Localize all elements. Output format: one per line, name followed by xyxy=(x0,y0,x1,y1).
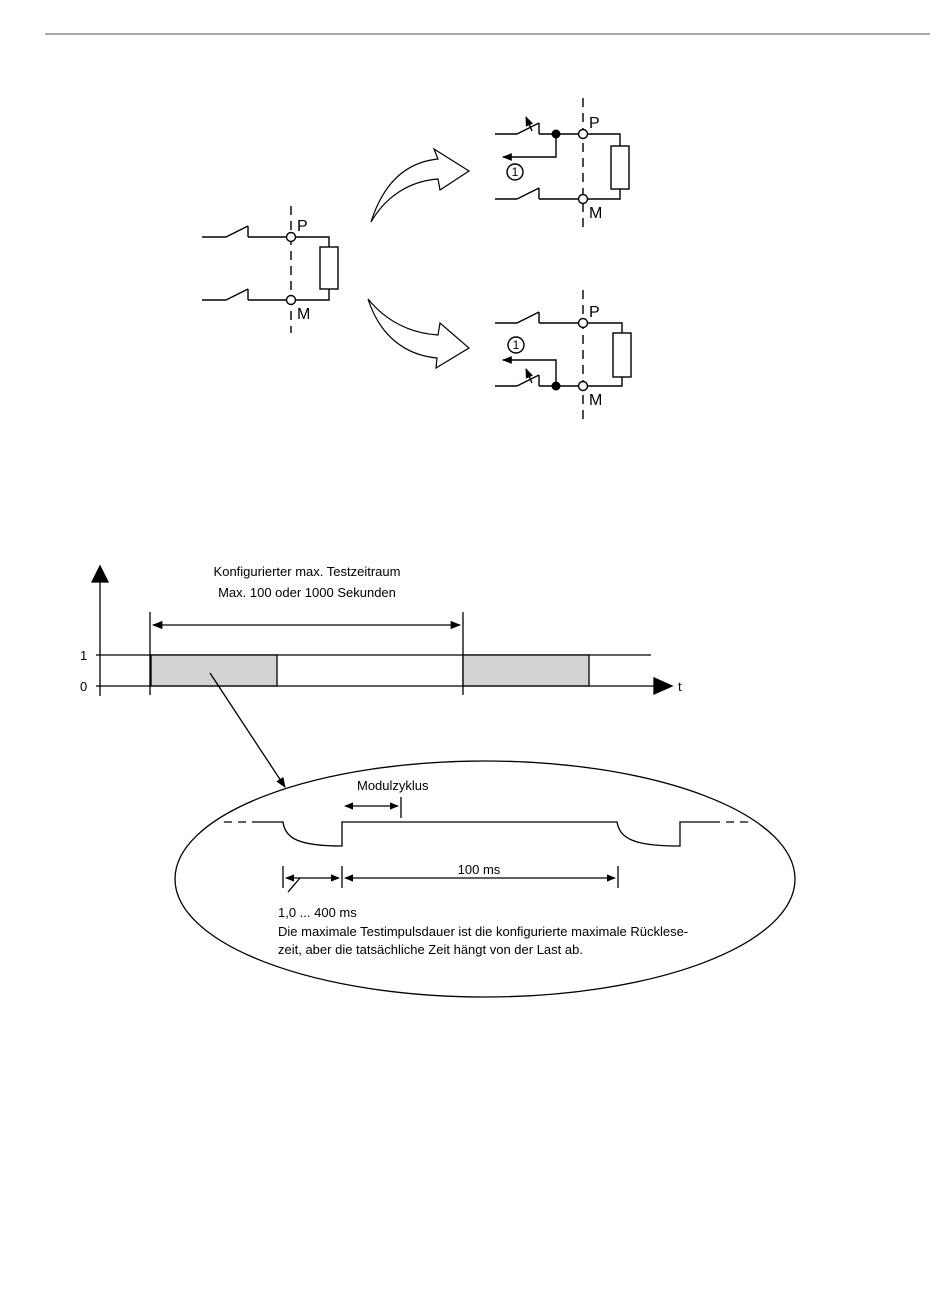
switch-bottom xyxy=(517,188,539,199)
note-line1: Die maximale Testimpulsdauer ist die kon… xyxy=(278,924,688,939)
level-high-label: 1 xyxy=(80,648,87,663)
load-resistor xyxy=(611,146,629,189)
circuit-diagram xyxy=(202,98,631,422)
pulse-range-leader xyxy=(288,878,300,892)
terminal-p-circle xyxy=(579,319,588,328)
terminal-p-label: P xyxy=(589,304,600,321)
switch-top xyxy=(517,123,539,134)
switch-bottom xyxy=(517,375,539,386)
terminal-p-circle xyxy=(287,233,296,242)
period-label-line2: Max. 100 oder 1000 Sekunden xyxy=(218,585,396,600)
detail-ellipse xyxy=(175,761,795,997)
terminal-m-circle xyxy=(287,296,296,305)
time-axis-label: t xyxy=(678,679,682,694)
circuit-initial xyxy=(202,206,338,333)
callout-number: 1 xyxy=(512,165,519,179)
test-pulse-1 xyxy=(151,655,277,686)
circuit-test-m xyxy=(495,290,631,422)
level-low-label: 0 xyxy=(80,679,87,694)
terminal-p-circle xyxy=(579,130,588,139)
test-pulse-2 xyxy=(463,655,589,686)
load-resistor xyxy=(320,247,338,289)
terminal-m-circle xyxy=(579,382,588,391)
pulse-range-label: 1,0 ... 400 ms xyxy=(278,905,357,920)
terminal-p-label: P xyxy=(297,218,308,235)
zoom-pointer-arrow xyxy=(210,673,285,787)
modulzyklus-label: Modulzyklus xyxy=(357,778,429,793)
curved-arrow-up xyxy=(371,149,469,222)
switch-bottom xyxy=(226,289,248,300)
switch-top xyxy=(517,312,539,323)
callout-number: 1 xyxy=(513,338,520,352)
load-resistor xyxy=(613,333,631,377)
note-line2: zeit, aber die tatsächliche Zeit hängt v… xyxy=(278,942,583,957)
terminal-m-label: M xyxy=(589,205,602,222)
detail-signal xyxy=(256,822,712,846)
curved-arrow-down xyxy=(368,299,469,368)
x-axis-arrowhead xyxy=(654,678,672,694)
y-axis-arrowhead xyxy=(92,566,108,582)
terminal-m-label: M xyxy=(589,392,602,409)
switch-top xyxy=(226,226,248,237)
period-label-line1: Konfigurierter max. Testzeitraum xyxy=(214,564,401,579)
duration-100ms-label: 100 ms xyxy=(458,862,501,877)
terminal-p-label: P xyxy=(589,115,600,132)
terminal-m-circle xyxy=(579,195,588,204)
terminal-m-label: M xyxy=(297,306,310,323)
